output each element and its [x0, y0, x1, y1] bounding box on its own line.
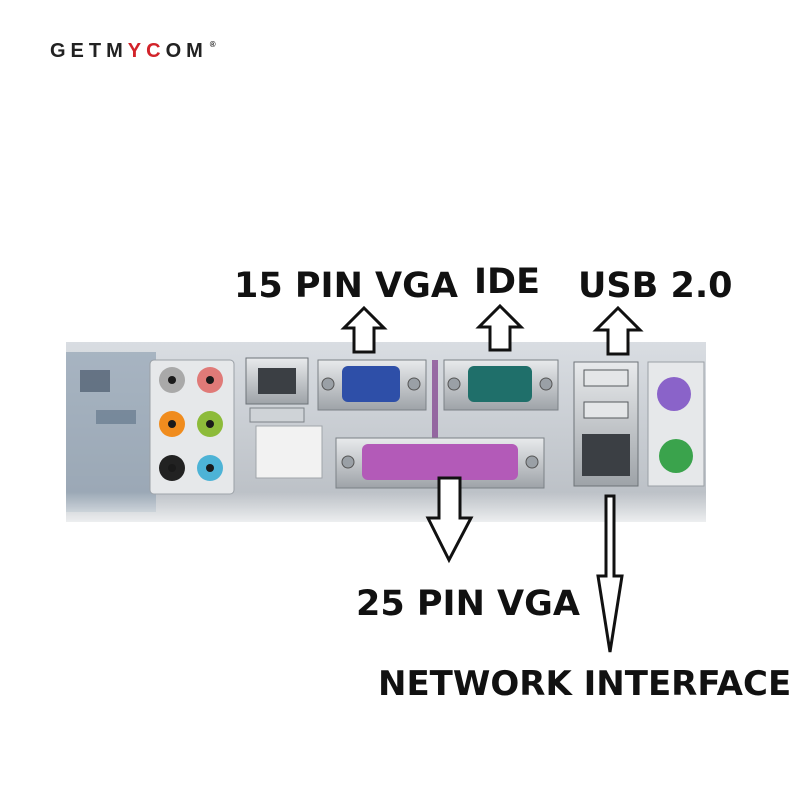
logo-text-accent: YC	[127, 40, 166, 62]
registered-mark: ®	[209, 40, 216, 49]
getmycom-logo: GETMYCOM®	[50, 40, 216, 63]
audio-jack-hole	[206, 464, 214, 472]
motherboard-photo	[60, 342, 720, 532]
label-usb-2: USB 2.0	[578, 266, 733, 306]
board-chip	[96, 410, 136, 424]
serial-screw-right	[539, 377, 553, 391]
label-ide: IDE	[474, 262, 540, 302]
label-network-interface: NETWORK INTERFACE	[378, 664, 792, 704]
parallel-port	[362, 444, 518, 480]
audio-jack-hole	[206, 376, 214, 384]
audio-jack-hole	[168, 464, 176, 472]
board-component-area	[66, 352, 156, 512]
serial-screw-left	[447, 377, 461, 391]
usb-port-bottom	[583, 401, 629, 419]
parallel-screw-right	[525, 455, 539, 469]
audio-jack-hole	[168, 420, 176, 428]
vga15-screw-left	[321, 377, 335, 391]
audio-jacks	[159, 367, 223, 481]
up-arrow-icon	[475, 303, 525, 352]
vga15-screw-right	[407, 377, 421, 391]
photo-fade	[60, 492, 720, 532]
up-arrow-icon	[592, 305, 644, 356]
audio-jack-hole	[206, 420, 214, 428]
up-arrow-icon	[340, 305, 388, 354]
parallel-screw-left	[341, 455, 355, 469]
label-25-pin-vga: 25 PIN VGA	[356, 584, 580, 624]
logo-text-1: GETM	[50, 40, 128, 62]
white-usb-stack	[255, 425, 323, 479]
divider-strip	[432, 360, 438, 472]
label-15-pin-vga: 15 PIN VGA	[234, 266, 458, 306]
left-rj45-port	[258, 368, 296, 394]
ps2-keyboard-port	[659, 439, 693, 473]
ps2-mouse-port	[657, 377, 691, 411]
serial-port	[468, 366, 532, 402]
vga15-port	[342, 366, 400, 402]
audio-jack-hole	[168, 376, 176, 384]
logo-text-2: OM	[165, 40, 208, 62]
down-arrow-icon	[596, 494, 624, 653]
down-arrow-icon	[425, 476, 474, 564]
network-rj45-port	[582, 434, 630, 476]
board-chip	[80, 370, 110, 392]
usb-port-top	[583, 369, 629, 387]
left-usb-port	[249, 407, 305, 423]
